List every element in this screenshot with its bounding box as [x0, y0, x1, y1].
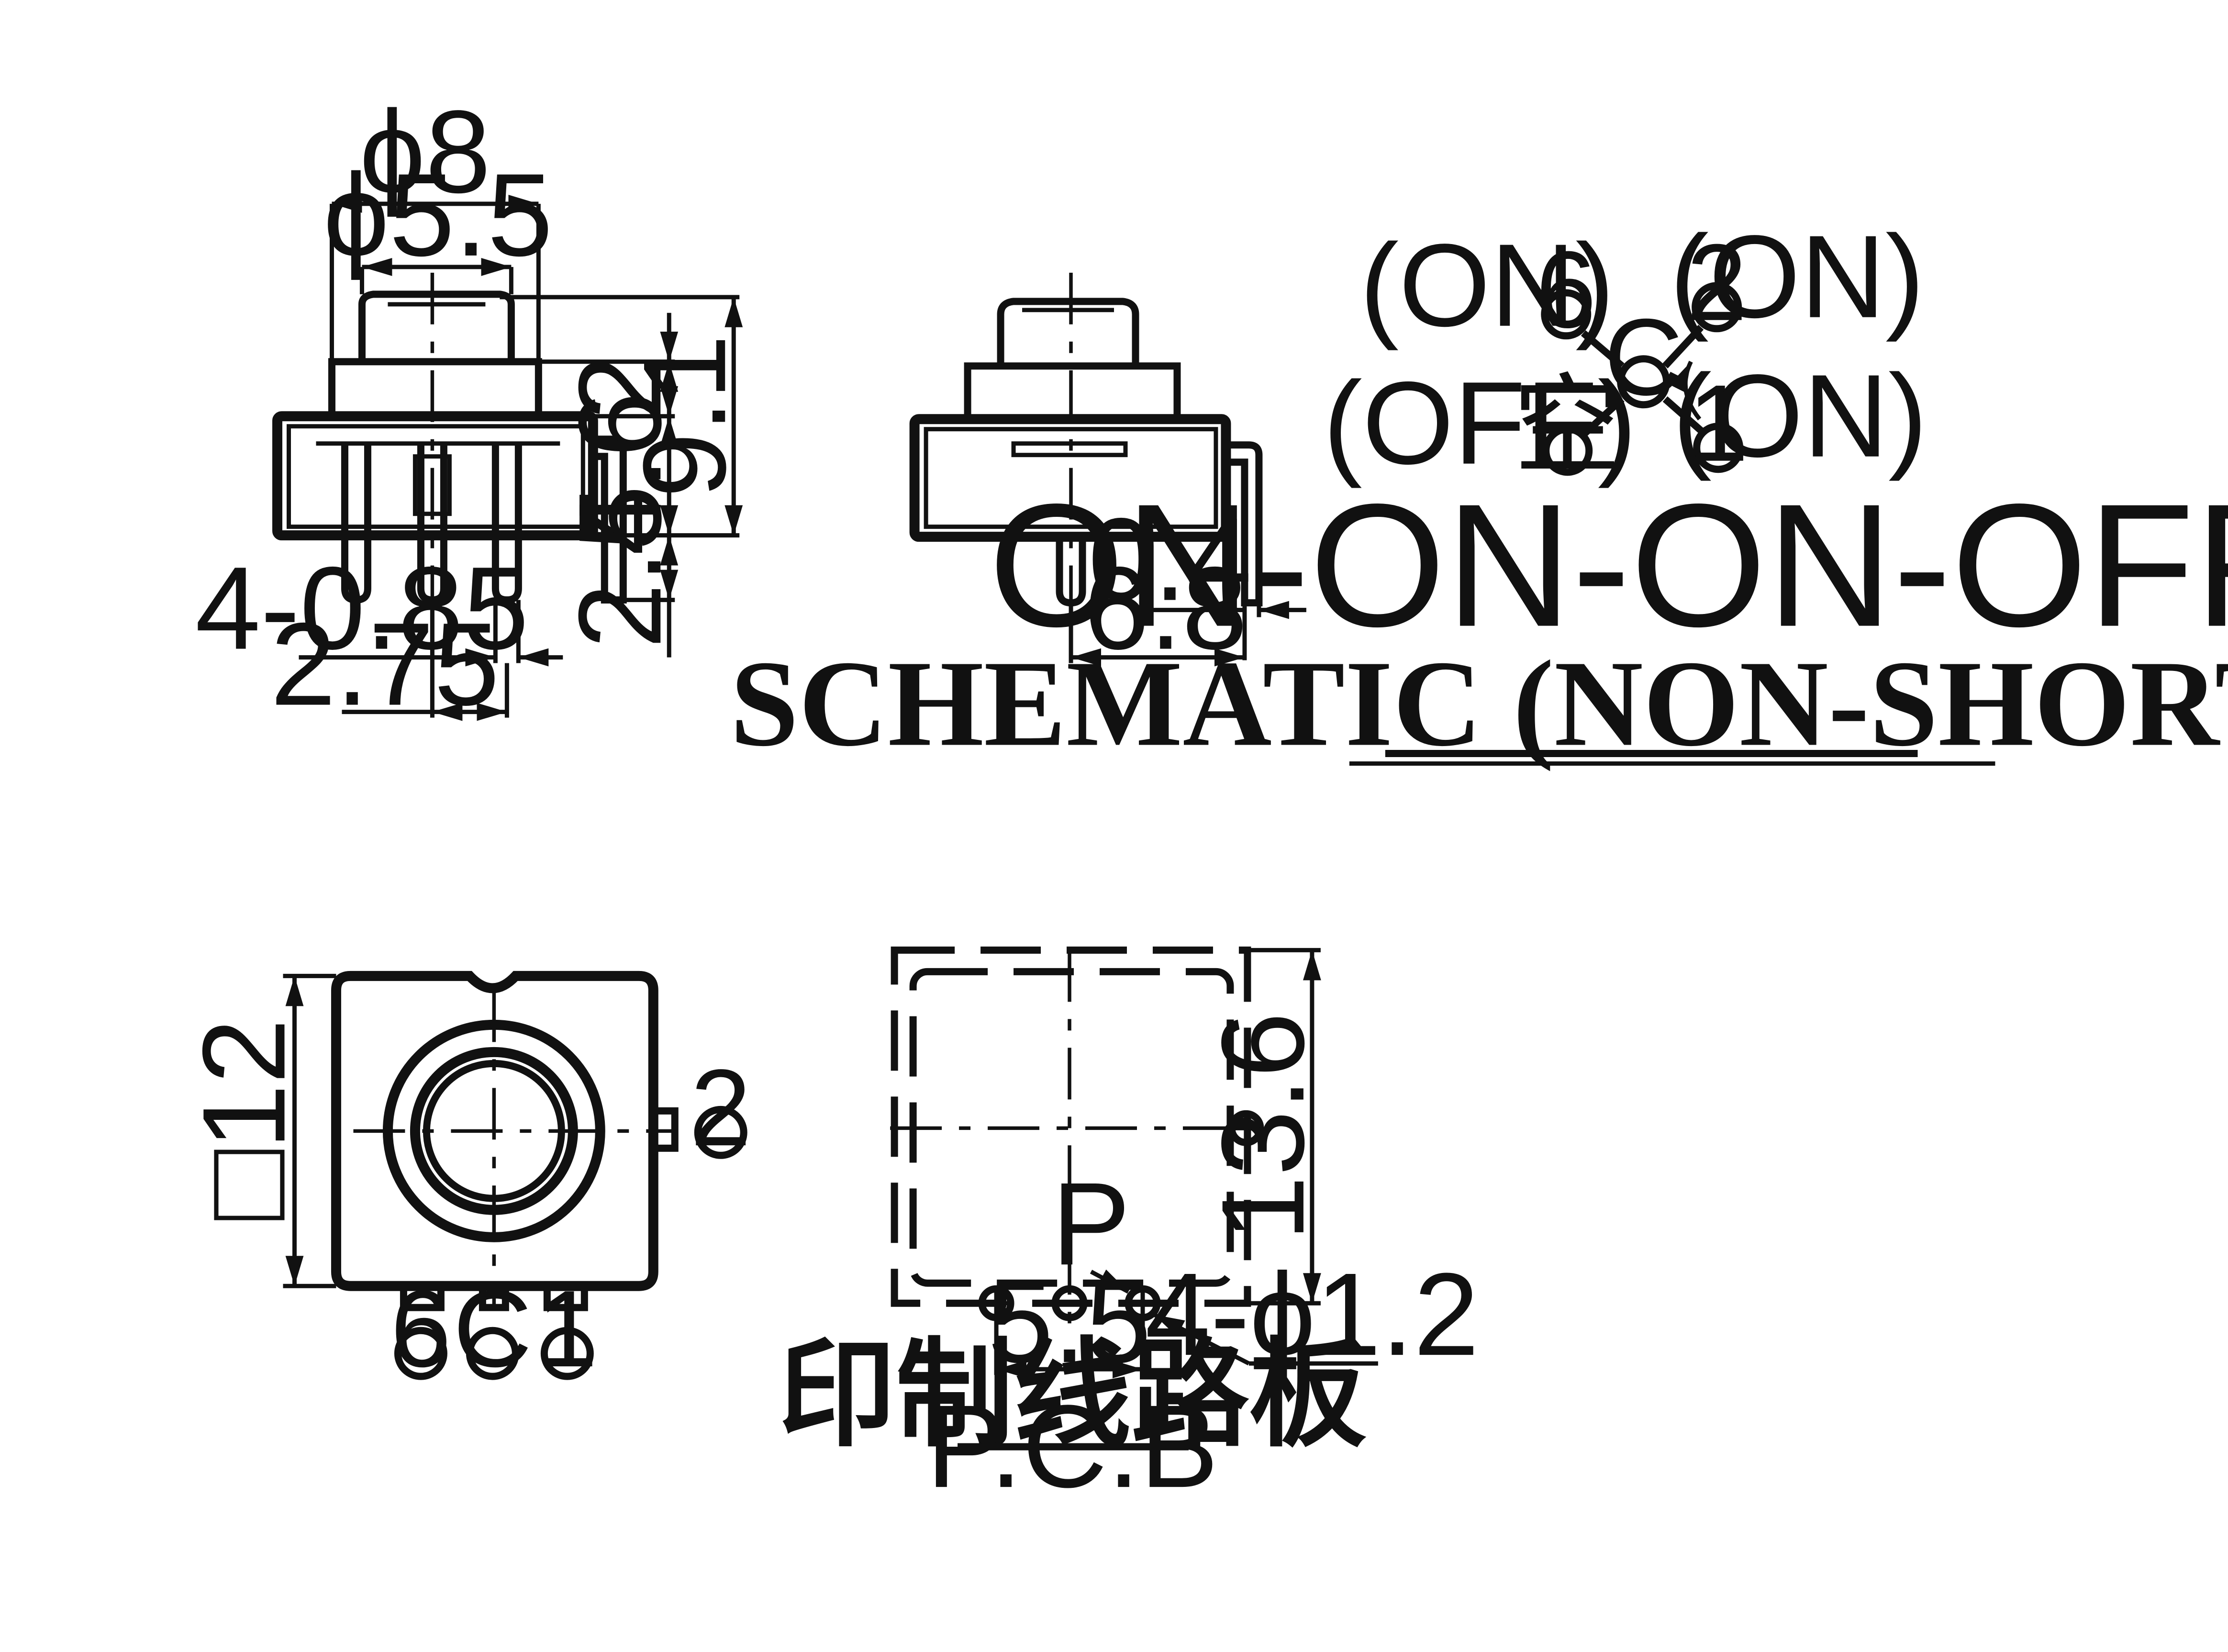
- dim-square12: □12: [178, 1018, 310, 1220]
- pin-1-label: 1: [1688, 363, 1749, 484]
- dim-p: P: [1052, 1158, 1130, 1290]
- pin-empty-label: 空: [1513, 366, 1622, 487]
- dim-holes: 4-ϕ1.2: [1145, 1249, 1479, 1380]
- pcb-caption-en: P.C.B: [926, 1381, 1219, 1512]
- dim-2-75: 2.75: [270, 599, 500, 730]
- schematic-caption: SCHEMATIC (NON-SHORTING): [730, 635, 2228, 772]
- top-pin-6: 6: [390, 1268, 451, 1390]
- dim-phi5-5: ϕ5.5: [323, 149, 553, 281]
- label-on-6: (ON): [1359, 220, 1615, 351]
- front-view: ϕ8 ϕ5.5 2 4.6 2.5 9.1 4-0.85: [195, 86, 750, 730]
- dim-0-4: 0.4: [1088, 494, 1252, 625]
- pin-6-label: 6: [1536, 229, 1596, 351]
- dim-9-1: 9.1: [619, 335, 750, 498]
- dim-5-5: 5.5: [988, 1256, 1151, 1387]
- top-pin-c: C: [453, 1268, 532, 1390]
- label-on-1: (ON): [1672, 350, 1927, 482]
- label-on-2: (ON): [1670, 211, 1925, 343]
- pcb-view: P 13.6 5.5 4-ϕ1.2 印制线路板 P.C.B: [778, 946, 1479, 1512]
- dim-phi8: ϕ8: [359, 86, 490, 218]
- pin-2-label: 2: [1686, 222, 1747, 344]
- dim-4-6: 4.6: [554, 392, 686, 556]
- top-pin-1: 1: [537, 1268, 598, 1390]
- pcb-caption-cn: 印制线路板: [778, 1326, 1367, 1463]
- dim-2: 2: [554, 355, 686, 420]
- label-off: (OFF): [1323, 357, 1637, 489]
- top-view: 2 6 C 1 □12: [178, 971, 751, 1390]
- dim-2-5: 2.5: [554, 485, 686, 649]
- switch-sequence: ON-ON-ON-OFF: [989, 468, 2228, 663]
- pin-c-label: C: [1604, 297, 1683, 418]
- dim-13-6: 13.6: [1197, 1012, 1329, 1241]
- dim-4-0-85: 4-0.85: [195, 543, 529, 674]
- dim-6-8: 6.8: [1084, 543, 1248, 674]
- schematic: C 6 (ON) 2 (ON) 空 (OFF) 1 (ON) ON-ON-ON-…: [730, 211, 2228, 772]
- side-view: 0.4 6.8: [909, 272, 1306, 674]
- top-pin-2: 2: [691, 1047, 751, 1169]
